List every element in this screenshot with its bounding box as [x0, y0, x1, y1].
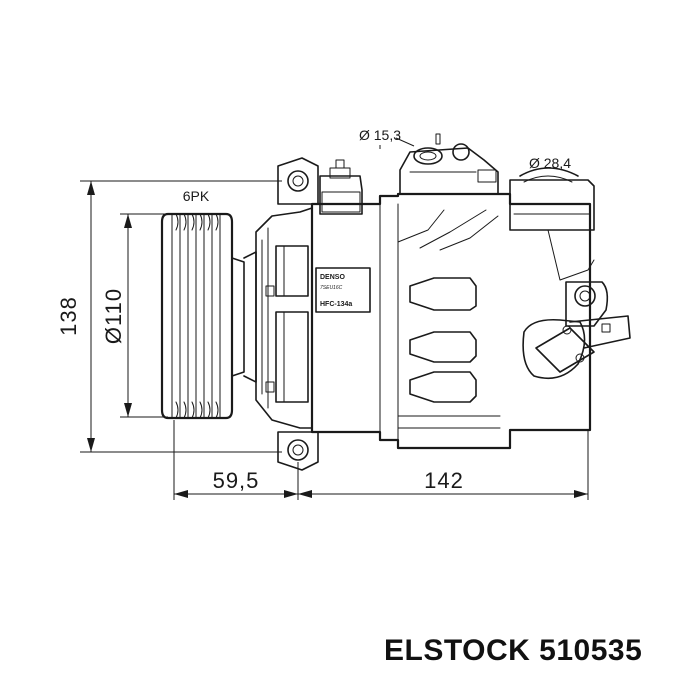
- dimension-horizontal: 59,5 142: [173, 420, 589, 500]
- brand-name: ELSTOCK: [384, 634, 531, 667]
- label-brand: DENSO: [320, 274, 345, 281]
- dim-height-text: 138: [56, 296, 81, 336]
- dim-pulley-text: Ø110: [101, 288, 126, 344]
- port-large-text: Ø 28,4: [529, 155, 571, 171]
- dim-offset-text: 59,5: [213, 468, 260, 493]
- connector-bracket: [522, 281, 631, 380]
- callout-port-small: Ø 15,3: [359, 127, 415, 149]
- top-mount-ear: [277, 157, 319, 205]
- front-housing: [255, 207, 313, 429]
- belt-type-label: 6PK: [183, 188, 210, 204]
- label-refrigerant: HFC-134a: [320, 301, 352, 308]
- dim-length-text: 142: [424, 468, 464, 493]
- dimension-pulley-diameter: Ø110: [101, 213, 168, 418]
- pulley: [160, 212, 257, 420]
- footer-branding: ELSTOCK 510535: [384, 634, 642, 668]
- dimension-height-138: 138: [56, 180, 282, 453]
- callout-port-large: Ø 28,4: [529, 155, 571, 171]
- port-small-text: Ø 15,3: [359, 127, 401, 143]
- discharge-port: [509, 167, 595, 281]
- label-model: 7SEU16C: [320, 285, 343, 291]
- compressor-body: DENSO 7SEU16C HFC-134a: [310, 159, 592, 450]
- part-number: 510535: [539, 634, 643, 667]
- suction-port: [399, 133, 499, 195]
